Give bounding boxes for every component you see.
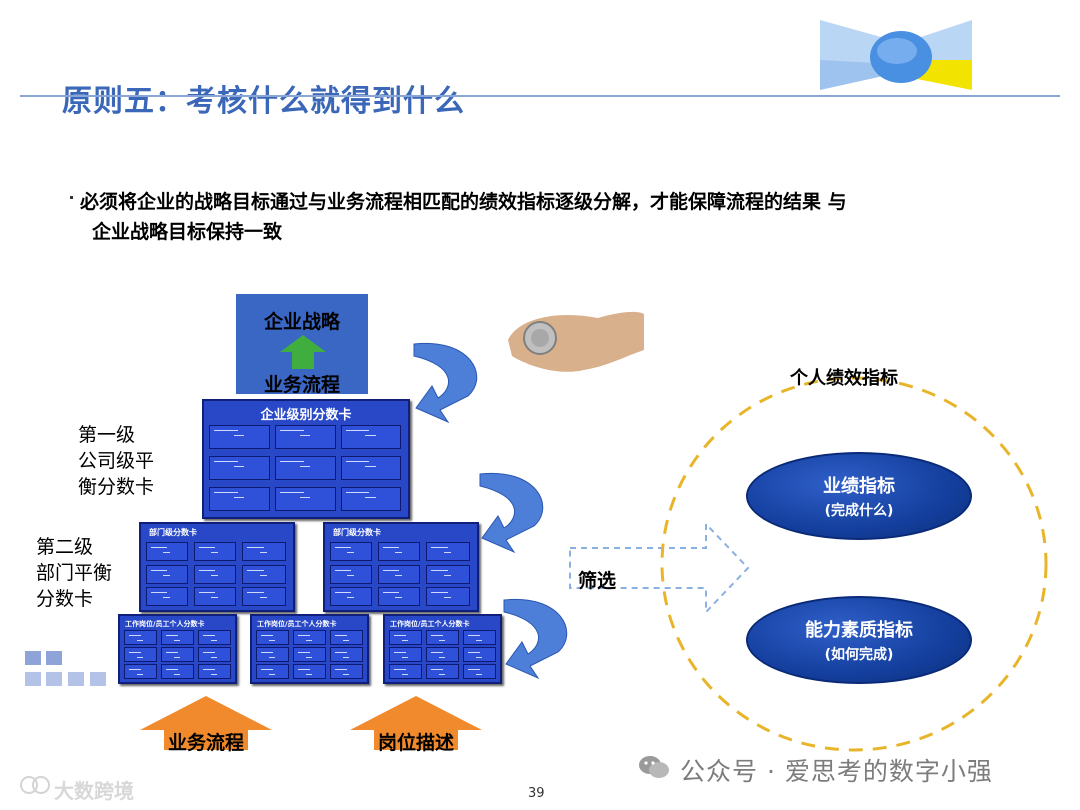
performance-indicator-bubble: 业绩指标 (完成什么) <box>746 452 972 540</box>
scorecard-cell <box>426 630 459 645</box>
bottom-arrow-left-label: 业务流程 <box>164 728 248 755</box>
scorecard-cell <box>389 664 422 679</box>
scorecard-cell <box>256 630 289 645</box>
bullet-dot <box>70 196 73 199</box>
individual-kpi-title: 个人绩效指标 <box>790 364 898 390</box>
scorecard-cell <box>242 587 286 606</box>
staff-scorecard-title: 工作岗位/员工个人分数卡 <box>257 619 372 629</box>
scorecard-cell <box>330 647 363 662</box>
hand-holding-coin-image <box>498 300 646 380</box>
scorecard-cell <box>124 647 157 662</box>
scorecard-cell <box>275 456 336 480</box>
scorecard-cell <box>275 425 336 449</box>
decor-squares <box>25 651 110 691</box>
bottom-arrow-right-label: 岗位描述 <box>374 728 458 755</box>
scorecard-cell <box>194 565 236 584</box>
scorecard-cell <box>330 664 363 679</box>
scorecard-cell <box>198 647 231 662</box>
curved-arrow-1 <box>410 336 490 426</box>
scorecard-cell <box>330 630 363 645</box>
wechat-icon <box>638 754 670 780</box>
competency-indicator-bubble: 能力素质指标 (如何完成) <box>746 596 972 684</box>
scorecard-cell <box>209 425 270 449</box>
scorecard-cell <box>124 664 157 679</box>
scorecard-cell <box>293 647 326 662</box>
scorecard-cell <box>341 425 401 449</box>
performance-indicator-label: 业绩指标 <box>748 472 970 498</box>
scorecard-cell <box>330 565 372 584</box>
filter-label: 筛选 <box>578 566 616 593</box>
staff-scorecard-title: 工作岗位/员工个人分数卡 <box>390 619 505 629</box>
scorecard-cell <box>242 565 286 584</box>
scorecard-cell <box>378 542 420 561</box>
scorecard-cell <box>161 664 194 679</box>
scorecard-cell <box>341 456 401 480</box>
scorecard-cell <box>209 487 270 511</box>
scorecard-cell <box>146 587 188 606</box>
scorecard-cell <box>330 587 372 606</box>
scorecard-cell <box>146 565 188 584</box>
scorecard-cell <box>463 647 496 662</box>
dept-scorecard-title: 部门级分数卡 <box>149 527 301 538</box>
competency-indicator-label: 能力素质指标 <box>748 616 970 642</box>
dept-scorecard: 部门级分数卡 <box>323 522 479 612</box>
scorecard-cell <box>194 587 236 606</box>
scorecard-cell <box>124 630 157 645</box>
up-arrow-icon <box>279 334 327 370</box>
scorecard-cell <box>146 542 188 561</box>
corner-logo-icon <box>20 774 50 796</box>
curved-arrow-2 <box>476 466 556 556</box>
competency-indicator-sub: (如何完成) <box>748 644 970 664</box>
scorecard-cell <box>330 542 372 561</box>
scorecard-cell <box>389 630 422 645</box>
scorecard-cell <box>293 664 326 679</box>
scorecard-cell <box>378 565 420 584</box>
header-logo <box>812 12 977 96</box>
strategy-label: 企业战略 <box>236 307 368 334</box>
scorecard-cell <box>426 565 470 584</box>
scorecard-cell <box>242 542 286 561</box>
scorecard-cell <box>426 587 470 606</box>
scorecard-cell <box>161 647 194 662</box>
staff-scorecard: 工作岗位/员工个人分数卡 <box>383 614 502 684</box>
scorecard-cell <box>275 487 336 511</box>
body-text-line-2: 企业战略目标保持一致 <box>92 217 282 244</box>
scorecard-cell <box>209 456 270 480</box>
level2-label: 第二级 部门平衡 分数卡 <box>36 534 112 612</box>
scorecard-cell <box>378 587 420 606</box>
scorecard-cell <box>256 664 289 679</box>
performance-indicator-sub: (完成什么) <box>748 500 970 520</box>
scorecard-cell <box>389 647 422 662</box>
dept-scorecard: 部门级分数卡 <box>139 522 295 612</box>
scorecard-cell <box>198 630 231 645</box>
watermark-text: 公众号 · 爱思考的数字小强 <box>680 752 993 788</box>
slide-title: 原则五：考核什么就得到什么 <box>62 76 465 120</box>
scorecard-cell <box>194 542 236 561</box>
scorecard-cell <box>161 630 194 645</box>
scorecard-cell <box>463 664 496 679</box>
scorecard-cell <box>293 630 326 645</box>
dept-scorecard-title: 部门级分数卡 <box>333 527 485 538</box>
company-scorecard: 企业级别分数卡 <box>202 399 410 519</box>
body-text-line-1: 必须将企业的战略目标通过与业务流程相匹配的绩效指标逐级分解，才能保障流程的结果 … <box>80 187 847 214</box>
page-number: 39 <box>528 786 545 801</box>
individual-kpi-circle <box>640 366 1060 766</box>
scorecard-cell <box>256 647 289 662</box>
process-label: 业务流程 <box>236 370 368 397</box>
corner-watermark: 大数跨境 <box>54 775 134 804</box>
staff-scorecard: 工作岗位/员工个人分数卡 <box>250 614 369 684</box>
level1-label: 第一级 公司级平 衡分数卡 <box>78 422 154 500</box>
title-rule <box>20 95 1060 97</box>
scorecard-cell <box>426 647 459 662</box>
scorecard-cell <box>463 630 496 645</box>
staff-scorecard: 工作岗位/员工个人分数卡 <box>118 614 237 684</box>
strategy-box: 企业战略 业务流程 <box>236 294 368 394</box>
scorecard-cell <box>426 542 470 561</box>
scorecard-cell <box>341 487 401 511</box>
company-scorecard-title: 企业级别分数卡 <box>204 404 408 423</box>
scorecard-cell <box>198 664 231 679</box>
scorecard-cell <box>426 664 459 679</box>
staff-scorecard-title: 工作岗位/员工个人分数卡 <box>125 619 240 629</box>
